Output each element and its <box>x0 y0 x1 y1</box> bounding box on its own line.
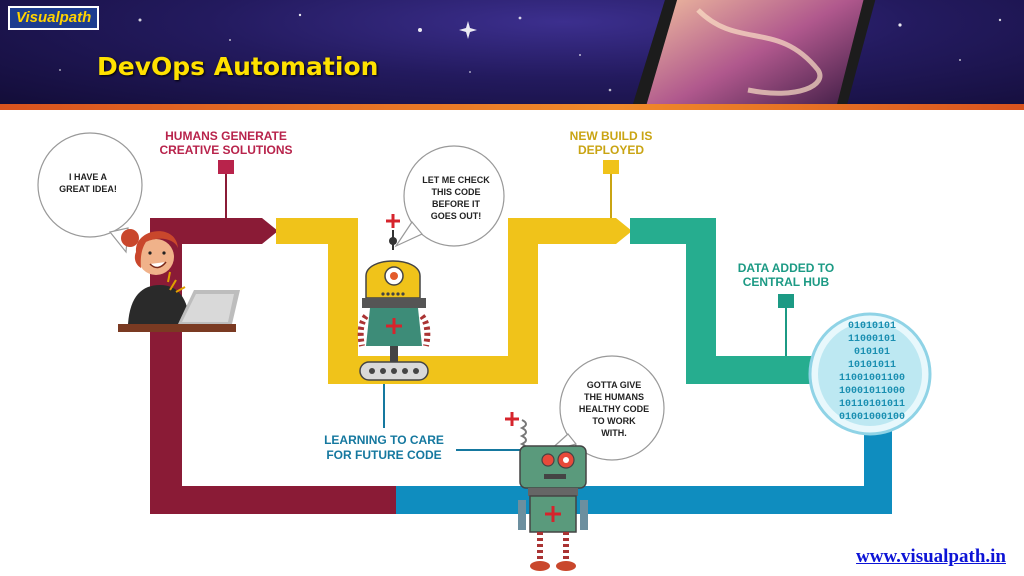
website-link[interactable]: www.visualpath.in <box>856 546 1006 567</box>
bubble-check-line2: THIS CODE <box>431 187 480 197</box>
speech-bubble-give: GOTTA GIVE THE HUMANS HEALTHY CODE TO WO… <box>547 355 665 461</box>
bubble-check-line4: GOES OUT! <box>431 211 482 221</box>
binary-row: 11001001100 <box>839 373 905 384</box>
bubble-give-line2: THE HUMANS <box>584 392 644 402</box>
bubble-give-line4: TO WORK <box>592 416 636 426</box>
green-robot-illustration <box>505 412 588 571</box>
header-banner: Visualpath DevOps Automation <box>0 0 1024 110</box>
binary-row: 10101011 <box>848 360 896 371</box>
label-data-added-line2: CENTRAL HUB <box>743 275 830 289</box>
bubble-idea-line1: I HAVE A <box>69 172 108 182</box>
bubble-idea-line2: GREAT IDEA! <box>59 184 117 194</box>
speech-bubble-check: LET ME CHECK THIS CODE BEFORE IT GOES OU… <box>394 145 505 248</box>
binary-row: 11000101 <box>848 334 896 345</box>
bubble-check-line1: LET ME CHECK <box>422 175 490 185</box>
bubble-give-line3: HEALTHY CODE <box>579 404 649 414</box>
label-new-build-line1: NEW BUILD IS <box>570 129 653 143</box>
woman-with-laptop-illustration <box>118 229 240 332</box>
bubble-give-line5: WITH. <box>601 428 627 438</box>
yellow-robot-illustration <box>357 214 431 381</box>
label-humans-generate-line1: HUMANS GENERATE <box>165 129 287 143</box>
binary-row: 01001000100 <box>839 412 905 423</box>
pipeline-path <box>150 218 892 514</box>
binary-row: 10001011000 <box>839 386 905 397</box>
binary-row: 01010101 <box>848 321 896 332</box>
bubble-give-line1: GOTTA GIVE <box>587 380 642 390</box>
central-hub-binary-globe: 01010101 11000101 010101 10101011 110010… <box>808 312 932 436</box>
bubble-check-line3: BEFORE IT <box>432 199 481 209</box>
speech-bubble-idea: I HAVE A GREAT IDEA! <box>37 132 143 254</box>
label-learning-line1: LEARNING TO CARE <box>324 433 444 447</box>
label-learning-line2: FOR FUTURE CODE <box>326 448 441 462</box>
starfield-background <box>59 13 1002 92</box>
binary-row: 10110101011 <box>839 399 905 410</box>
label-data-added-line1: DATA ADDED TO <box>738 261 834 275</box>
header-accent-strip <box>0 104 1024 110</box>
binary-row: 010101 <box>854 347 890 358</box>
label-new-build-line2: DEPLOYED <box>578 143 644 157</box>
visualpath-logo: Visualpath <box>8 6 100 30</box>
label-humans-generate-line2: CREATIVE SOLUTIONS <box>159 143 292 157</box>
devops-flow-diagram: HUMANS GENERATE CREATIVE SOLUTIONS NEW B… <box>37 129 932 571</box>
phone-image <box>631 0 876 110</box>
label-connectors <box>218 160 794 451</box>
page-title: DevOps Automation <box>97 52 379 81</box>
